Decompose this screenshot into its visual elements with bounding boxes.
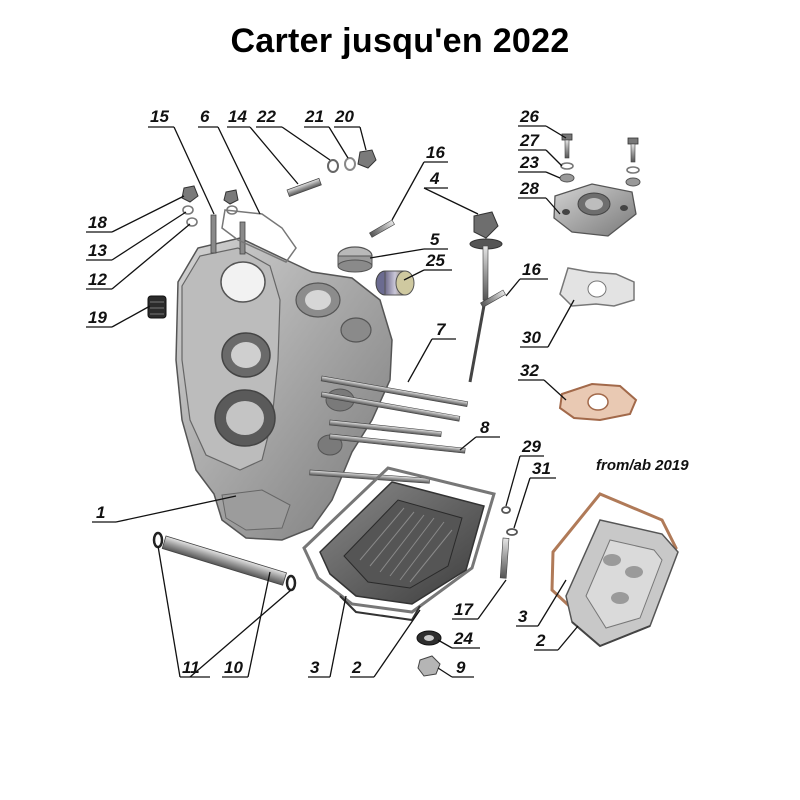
label-23: 23 [519,153,539,172]
label-2-right: 2 [535,631,546,650]
gasket-30-part [559,267,635,307]
pin-17-part [499,537,510,579]
bushing-part [375,270,415,296]
leader-lines [86,125,579,678]
label-18: 18 [88,213,107,232]
o-ring-11b-part [285,574,297,592]
label-10: 10 [224,658,243,677]
page-title: Carter jusqu'en 2022 [230,22,570,60]
gasket-32-part [558,382,638,422]
washer-small-part [226,205,238,215]
cover-28-part [553,183,637,237]
o-ring-11a-part [152,531,164,549]
label-3-right: 3 [518,607,528,626]
label-19: 19 [88,308,107,327]
nut-20-part [357,149,377,169]
pan-gasket-part [302,466,496,614]
label-31: 31 [532,459,551,478]
label-13: 13 [88,241,107,260]
label-25: 25 [425,251,445,270]
label-21: 21 [304,107,324,126]
label-8: 8 [480,418,490,437]
shaft-10-part [161,535,287,586]
label-6: 6 [200,107,210,126]
long-studs-part [309,375,469,484]
label-24: 24 [453,629,473,648]
nut-small-part [223,189,239,205]
bolt-26-part [561,133,639,163]
label-15: 15 [150,107,169,126]
label-1: 1 [96,503,105,522]
ring-29-part [501,506,511,514]
label-20: 20 [334,107,354,126]
breather-part [147,295,167,319]
label-16-top: 16 [426,143,445,162]
label-26: 26 [519,107,539,126]
washer-27-part [560,162,574,170]
washer-23-part [559,173,575,183]
washer-13-part [182,205,194,215]
label-2-left: 2 [351,658,362,677]
washer-24-part [416,630,442,646]
plug-part [337,246,373,273]
label-28: 28 [519,179,539,198]
label-12: 12 [88,270,107,289]
label-7: 7 [436,320,447,339]
label-14: 14 [228,107,247,126]
stud-16b-part [480,289,506,308]
drain-plug-part [417,655,441,677]
washer-22-part [327,159,339,173]
stud-16-part [369,219,395,238]
label-30: 30 [522,328,541,347]
label-29: 29 [521,437,541,456]
label-3-left: 3 [310,658,320,677]
label-32: 32 [520,361,539,380]
label-22: 22 [256,107,276,126]
part-labels: 15 6 14 22 21 20 18 13 12 19 1 16 4 5 25… [88,107,689,677]
oil-pan-2019-part [565,519,679,648]
label-16-right: 16 [522,260,541,279]
label-11: 11 [182,658,200,677]
washer-12-part [186,217,198,227]
stud-14-part [286,177,322,198]
washer-21-part [344,157,356,171]
oil-pan-part [319,481,485,622]
label-17: 17 [454,600,474,619]
crankcase-part [175,209,393,541]
label-9: 9 [456,658,466,677]
label-27: 27 [519,131,540,150]
nut-18-part [181,185,199,203]
label-4: 4 [429,169,440,188]
ring-31-part [506,528,518,536]
label-5: 5 [430,230,440,249]
note-from-2019: from/ab 2019 [596,457,689,474]
washer-27b-part [626,166,640,174]
washer-23b-part [625,177,641,187]
